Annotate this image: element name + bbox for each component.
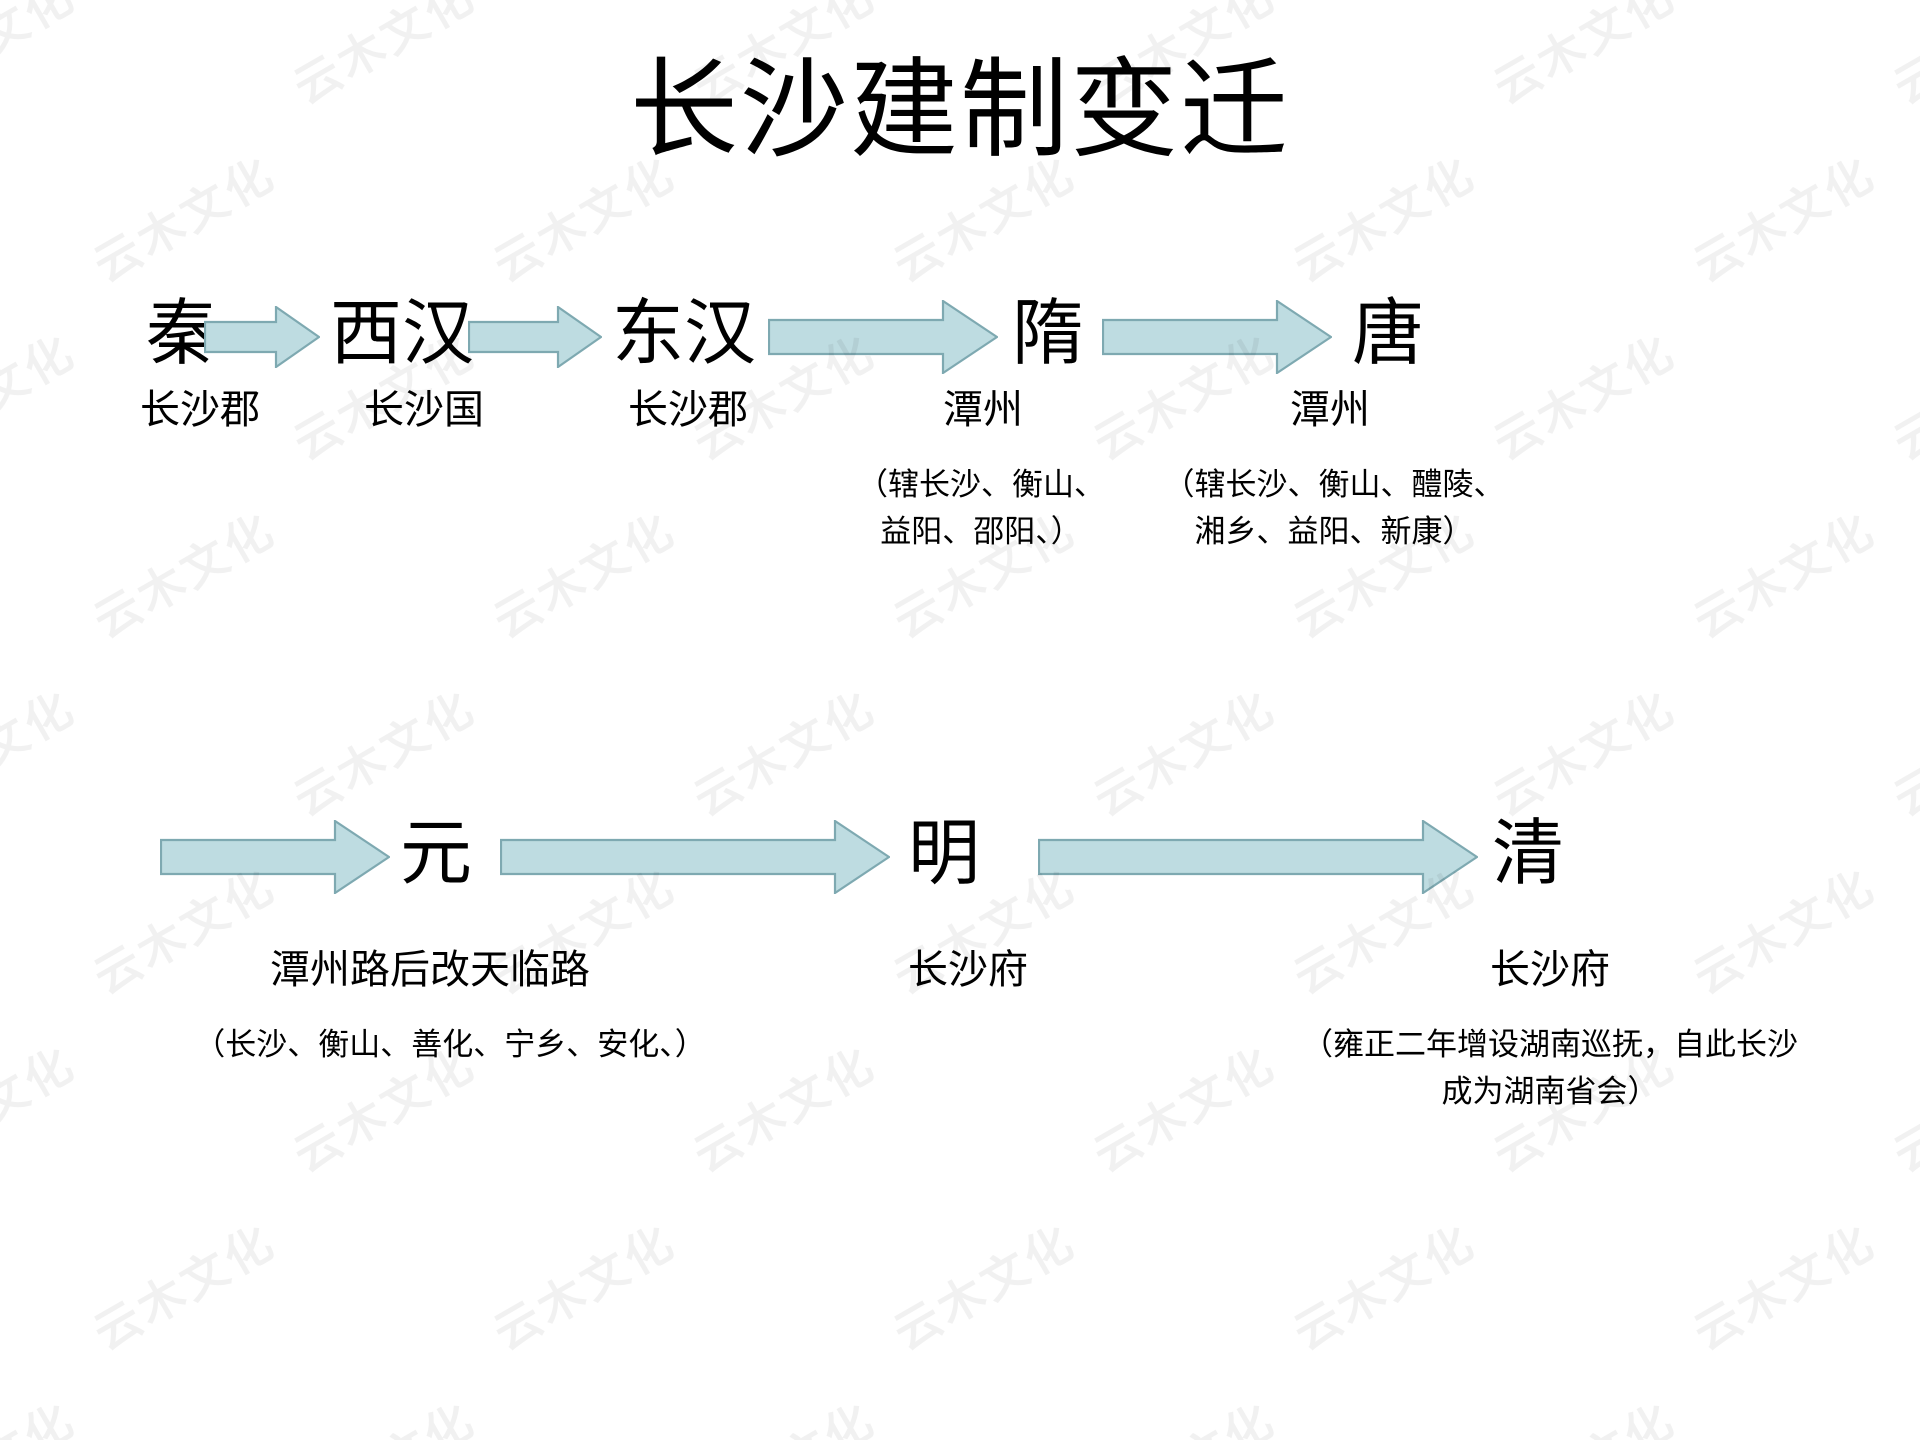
era-detail-sui-line-1: （辖长沙、衡山、 bbox=[857, 467, 1105, 502]
era-detail-qing-line-1: （雍正二年增设湖南巡抚，自此长沙 bbox=[1302, 1027, 1798, 1062]
era-detail-qing: （雍正二年增设湖南巡抚，自此长沙 成为湖南省会） bbox=[1230, 1022, 1870, 1115]
era-detail-sui: （辖长沙、衡山、 益阳、邵阳、） bbox=[811, 462, 1151, 555]
era-label-tang: 唐 bbox=[1352, 294, 1425, 374]
era-label-qing: 清 bbox=[1492, 814, 1565, 894]
era-sublabel-xihan: 长沙国 bbox=[364, 387, 484, 432]
era-detail-yuan: （长沙、衡山、善化、宁乡、安化、） bbox=[140, 1022, 760, 1069]
page-title: 长沙建制变迁 bbox=[629, 52, 1290, 171]
era-sublabel-qing: 长沙府 bbox=[1490, 947, 1610, 992]
arrow-yuan-to-ming bbox=[500, 820, 890, 894]
era-sublabel-donghan: 长沙郡 bbox=[628, 387, 748, 432]
arrow-tang-to-yuan bbox=[160, 820, 390, 894]
era-label-xihan: 西汉 bbox=[330, 294, 475, 374]
era-label-donghan: 东汉 bbox=[612, 294, 757, 374]
arrow-donghan-to-sui bbox=[768, 300, 998, 374]
arrow-qin-to-xihan bbox=[204, 306, 320, 368]
era-sublabel-tang: 潭州 bbox=[1290, 387, 1370, 432]
era-label-sui: 隋 bbox=[1012, 294, 1085, 374]
arrow-ming-to-qing bbox=[1038, 820, 1478, 894]
era-detail-qing-line-2: 成为湖南省会） bbox=[1441, 1073, 1659, 1109]
era-label-ming: 明 bbox=[908, 814, 981, 894]
era-sublabel-ming: 长沙府 bbox=[908, 947, 1028, 992]
era-sublabel-yuan: 潭州路后改天临路 bbox=[270, 947, 590, 992]
era-sublabel-sui: 潭州 bbox=[943, 387, 1023, 432]
era-label-yuan: 元 bbox=[400, 814, 473, 894]
arrow-sui-to-tang bbox=[1102, 300, 1332, 374]
era-detail-tang: （辖长沙、衡山、醴陵、 湘乡、益阳、新康） bbox=[1124, 462, 1544, 555]
era-detail-sui-line-2: 益阳、邵阳、） bbox=[880, 513, 1082, 549]
era-sublabel-qin: 长沙郡 bbox=[140, 387, 260, 432]
era-detail-tang-line-2: 湘乡、益阳、新康） bbox=[1194, 513, 1474, 549]
era-detail-tang-line-1: （辖长沙、衡山、醴陵、 bbox=[1163, 467, 1505, 502]
arrow-xihan-to-donghan bbox=[468, 306, 602, 368]
era-detail-yuan-line-1: （长沙、衡山、善化、宁乡、安化、） bbox=[194, 1027, 706, 1062]
